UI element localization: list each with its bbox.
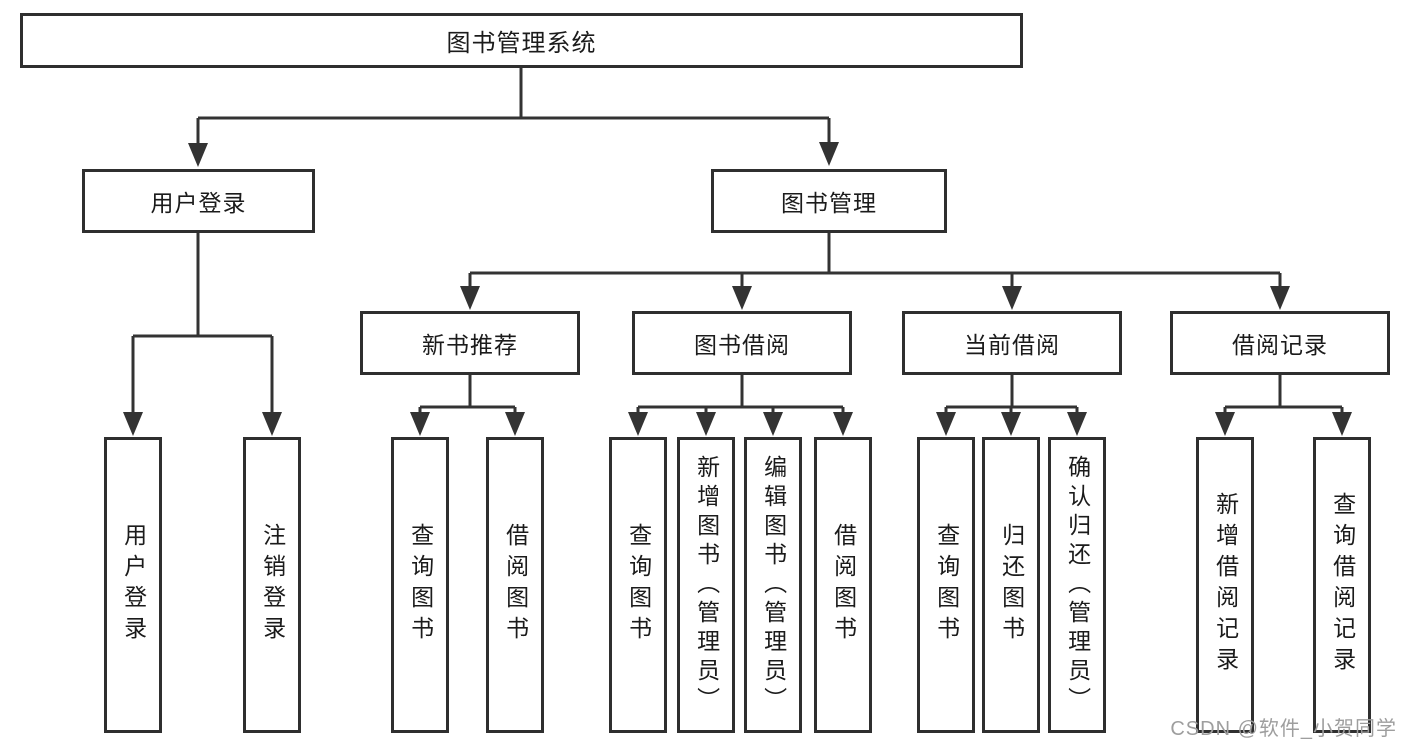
node-current-borrow-label: 当前借阅 [964,332,1060,358]
arrowhead [123,412,143,436]
node-book-management: 图书管理 [711,169,947,233]
leaf-user-login: 用户登录 [104,437,162,733]
leaf-records-add-record: 新增借阅记录 [1196,437,1254,733]
leaf-borrow-add-books-admin-label: 新增图书（管理员） [693,454,720,716]
arrowhead [763,412,783,436]
leaf-current-query-books-label: 查询图书 [933,523,960,647]
arrowheads [123,142,1352,436]
arrowhead [1001,412,1021,436]
leaf-records-add-record-label: 新增借阅记录 [1212,492,1239,678]
node-borrow-records: 借阅记录 [1170,311,1390,375]
arrowhead [262,412,282,436]
leaf-borrow-borrow-books: 借阅图书 [814,437,872,733]
leaf-borrow-query-books: 查询图书 [609,437,667,733]
node-borrow-records-label: 借阅记录 [1232,332,1328,358]
leaf-user-login-label: 用户登录 [120,523,147,647]
arrowhead [410,412,430,436]
node-current-borrow: 当前借阅 [902,311,1122,375]
leaf-current-confirm-return-admin-label: 确认归还（管理员） [1064,454,1091,716]
node-new-book-recommend: 新书推荐 [360,311,580,375]
node-book-borrow: 图书借阅 [632,311,852,375]
tree-edges [131,68,1344,416]
arrowhead [732,286,752,310]
leaf-newbook-query-books: 查询图书 [391,437,449,733]
arrowhead [628,412,648,436]
arrowhead [1270,286,1290,310]
watermark-text: CSDN @软件_小贺同学 [1170,718,1397,740]
arrowhead [188,143,208,167]
node-user-login: 用户登录 [82,169,315,233]
leaf-current-return-books-label: 归还图书 [998,523,1025,647]
node-book-management-label: 图书管理 [781,190,877,216]
arrowhead [1215,412,1235,436]
leaf-borrow-edit-books-admin-label: 编辑图书（管理员） [760,454,787,716]
node-root: 图书管理系统 [20,13,1023,68]
leaf-logout-label: 注销登录 [259,523,286,647]
node-book-borrow-label: 图书借阅 [694,332,790,358]
leaf-borrow-query-books-label: 查询图书 [625,523,652,647]
arrowhead [819,142,839,166]
arrowhead [833,412,853,436]
leaf-records-query-record: 查询借阅记录 [1313,437,1371,733]
leaf-current-query-books: 查询图书 [917,437,975,733]
leaf-borrow-add-books-admin: 新增图书（管理员） [677,437,735,733]
node-root-label: 图书管理系统 [446,30,597,57]
leaf-newbook-query-books-label: 查询图书 [407,523,434,647]
leaf-records-query-record-label: 查询借阅记录 [1329,492,1356,678]
node-new-book-recommend-label: 新书推荐 [422,332,518,358]
leaf-newbook-borrow-books-label: 借阅图书 [502,523,529,647]
node-user-login-label: 用户登录 [150,190,247,216]
arrowhead [936,412,956,436]
leaf-logout: 注销登录 [243,437,301,733]
leaf-newbook-borrow-books: 借阅图书 [486,437,544,733]
arrowhead [1002,286,1022,310]
arrowhead [1067,412,1087,436]
leaf-borrow-borrow-books-label: 借阅图书 [830,523,857,647]
leaf-current-return-books: 归还图书 [982,437,1040,733]
leaf-current-confirm-return-admin: 确认归还（管理员） [1048,437,1106,733]
leaf-borrow-edit-books-admin: 编辑图书（管理员） [744,437,802,733]
arrowhead [1332,412,1352,436]
arrowhead [505,412,525,436]
arrowhead [696,412,716,436]
arrowhead [460,286,480,310]
